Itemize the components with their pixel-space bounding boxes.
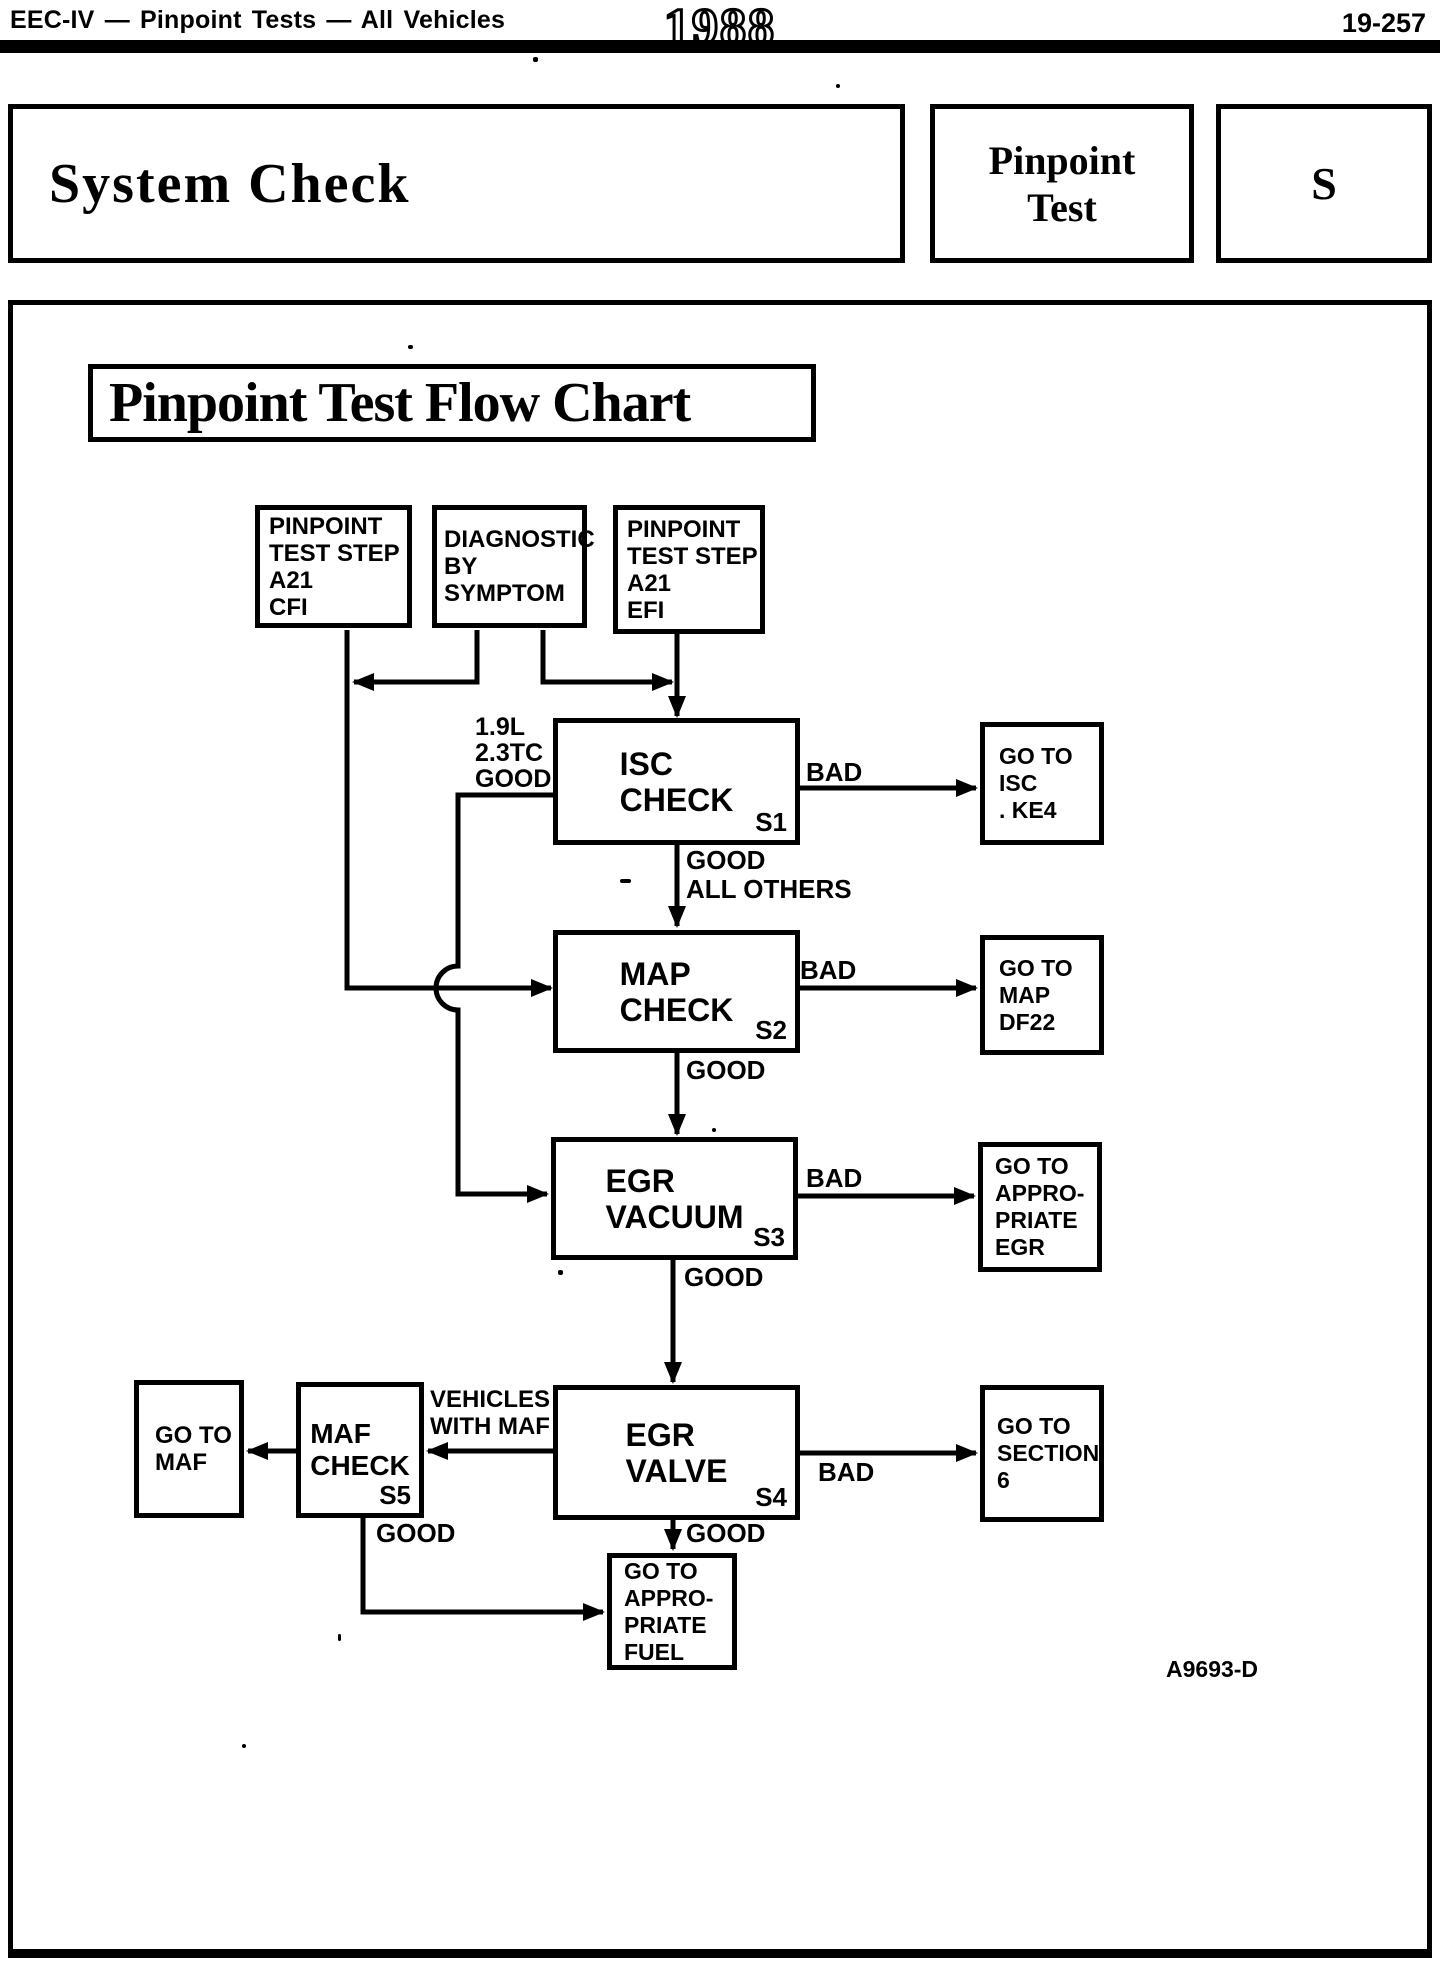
node-goto-isc: GO TO ISC . KE4 [980,722,1104,845]
step-label-s3: S3 [753,1222,785,1252]
node-pinpoint-efi: PINPOINT TEST STEP A21 EFI [613,505,765,634]
node-egr-vacuum-label: EGR VACUUM [605,1162,744,1235]
node-goto-appropriate-egr: GO TO APPRO- PRIATE EGR [978,1142,1102,1272]
figure-code: A9693-D [1166,1656,1259,1682]
scan-speck [242,1744,246,1748]
node-egr-valve-label: EGR VALVE [625,1416,728,1489]
scan-speck [836,84,840,88]
node-pinpoint-efi-label: PINPOINT TEST STEP A21 EFI [627,515,758,624]
step-label-s1: S1 [755,807,787,837]
node-goto-map-label: GO TO MAP DF22 [999,954,1073,1035]
step-label-s4: S4 [755,1482,787,1512]
edge-label-map-bad: BAD [800,955,857,985]
scan-speck [620,879,631,883]
node-isc-check-label: ISC CHECK [619,745,734,818]
step-label-s5: S5 [379,1480,411,1510]
node-maf-check-label: MAF CHECK [310,1418,410,1481]
edge-label-egr-valve-bad: BAD [818,1457,875,1487]
edge-label-egr-vacuum-good: GOOD [684,1262,764,1292]
edge-label-egr-vacuum-bad: BAD [806,1163,863,1193]
node-diagnostic-symptom-label: DIAGNOSTIC BY SYMPTOM [444,526,595,607]
node-goto-appropriate-fuel-label: GO TO APPRO- PRIATE FUEL [624,1557,714,1665]
node-isc-check: ISC CHECK S1 [553,718,800,845]
edge-label-maf-good: GOOD [376,1518,456,1548]
edge-label-isc-bad: BAD [806,757,863,787]
page-number: 19-257 [1341,8,1426,38]
pinpoint-test-box: Pinpoint Test [930,104,1194,263]
node-maf-check: MAF CHECK S5 [296,1382,424,1518]
edge-label-map-good: GOOD [686,1055,766,1085]
node-map-check-label: MAP CHECK [619,955,734,1028]
node-goto-appropriate-fuel: GO TO APPRO- PRIATE FUEL [607,1553,737,1670]
edge-label-isc-condition: 1.9L 2.3TC GOOD [475,713,552,793]
section-letter-box: S [1216,104,1432,263]
edge-label-isc-good: GOOD ALL OTHERS [686,845,852,904]
node-goto-isc-label: GO TO ISC . KE4 [999,743,1073,823]
node-diagnostic-symptom: DIAGNOSTIC BY SYMPTOM [432,505,595,628]
scan-speck [338,1634,341,1641]
scan-speck [533,57,538,62]
scan-speck [558,1270,563,1275]
node-goto-section-6-label: GO TO SECTION 6 [997,1413,1100,1493]
node-map-check: MAP CHECK S2 [553,930,800,1053]
header-title: EEC-IV — Pinpoint Tests — All Vehicles [10,6,506,34]
chart-title: Pinpoint Test Flow Chart [109,372,691,434]
pinpoint-test-label: Pinpoint Test [988,137,1136,230]
edge-label-vehicles-with-maf: VEHICLES WITH MAF [430,1386,551,1440]
scan-speck [712,1128,716,1132]
node-goto-map: GO TO MAP DF22 [980,935,1104,1055]
chart-title-box: Pinpoint Test Flow Chart [88,364,816,442]
node-goto-maf-label: GO TO MAF [155,1422,232,1476]
node-pinpoint-cfi-label: PINPOINT TEST STEP A21 CFI [269,512,400,621]
system-check-box: System Check [8,104,905,263]
scan-speck [408,345,413,349]
node-goto-section-6: GO TO SECTION 6 [980,1385,1104,1522]
node-egr-valve: EGR VALVE S4 [553,1385,800,1520]
system-check-title: System Check [49,152,411,215]
step-label-s2: S2 [755,1015,787,1045]
section-letter: S [1311,158,1337,209]
node-goto-maf: GO TO MAF [134,1380,244,1518]
header-rule [0,40,1440,53]
node-pinpoint-cfi: PINPOINT TEST STEP A21 CFI [255,505,412,628]
node-egr-vacuum: EGR VACUUM S3 [551,1137,798,1260]
node-goto-appropriate-egr-label: GO TO APPRO- PRIATE EGR [995,1153,1085,1260]
edge-label-egr-valve-good: GOOD [686,1518,766,1548]
